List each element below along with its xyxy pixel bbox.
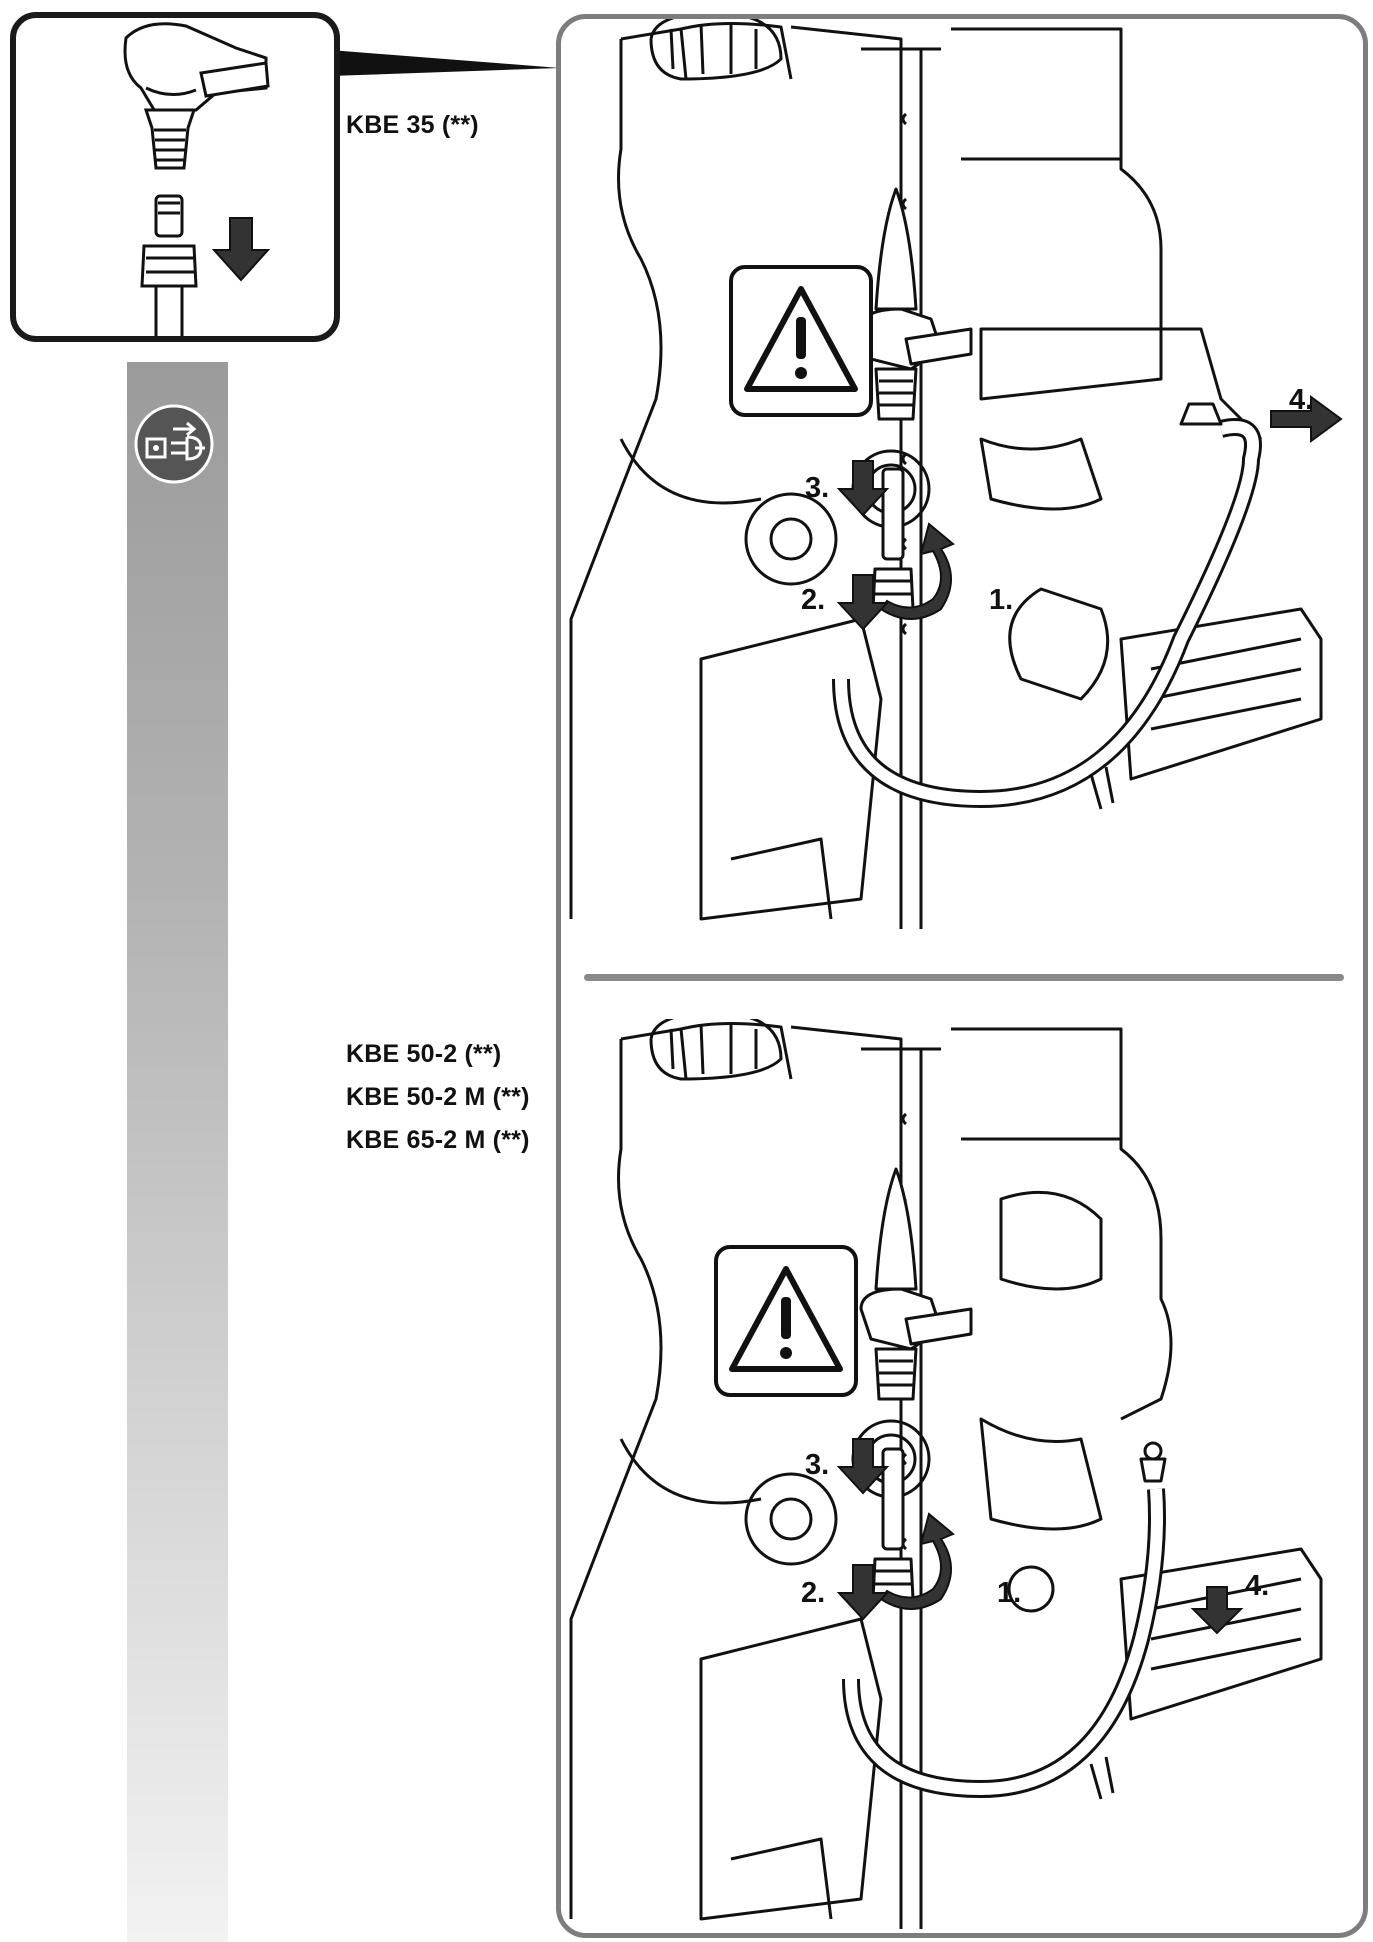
bottom-warning-icon (714, 1245, 858, 1397)
bottom-arrow-step-3 (836, 1438, 890, 1495)
top-step-4-label: 4. (1289, 384, 1313, 416)
inset-detail-panel (10, 12, 340, 342)
top-rotate-arrow (879, 522, 955, 620)
bottom-step-3-label: 3. (805, 1449, 829, 1481)
inset-illustration (123, 22, 271, 336)
lower-model-label-3: KBE 65-2 M (**) (346, 1126, 530, 1154)
sidebar-gradient-bar (127, 362, 228, 1942)
top-panel-illustration: 3. 2. 1. 4. (569, 19, 1343, 929)
inset-pointer (330, 50, 560, 76)
bottom-rotate-arrow (879, 1512, 955, 1610)
bottom-arrow-step-4 (1190, 1586, 1244, 1635)
top-arrow-step-2 (836, 574, 890, 631)
top-step-1-label: 1. (989, 584, 1013, 616)
bottom-step-4-label: 4. (1245, 1570, 1269, 1602)
lower-model-label-2: KBE 50-2 M (**) (346, 1083, 530, 1111)
bottom-arrow-step-2 (836, 1564, 890, 1621)
bottom-step-1-label: 1. (997, 1577, 1021, 1609)
top-arrow-step-3 (836, 460, 890, 517)
bottom-panel-illustration: 3. 2. 1. 4. (569, 1019, 1323, 1929)
lower-model-label-1: KBE 50-2 (**) (346, 1040, 502, 1068)
top-step-3-label: 3. (805, 472, 829, 504)
unplug-power-icon (134, 404, 214, 484)
top-warning-icon (729, 265, 873, 417)
bottom-step-2-label: 2. (801, 1577, 825, 1609)
inset-model-label: KBE 35 (**) (346, 111, 479, 139)
inset-arrow-down (211, 217, 271, 282)
top-arrow-step-4 (1270, 395, 1343, 443)
panel-divider (584, 974, 1344, 981)
main-illustration-frame: 3. 2. 1. 4. (556, 14, 1368, 1938)
top-step-2-label: 2. (801, 584, 825, 616)
